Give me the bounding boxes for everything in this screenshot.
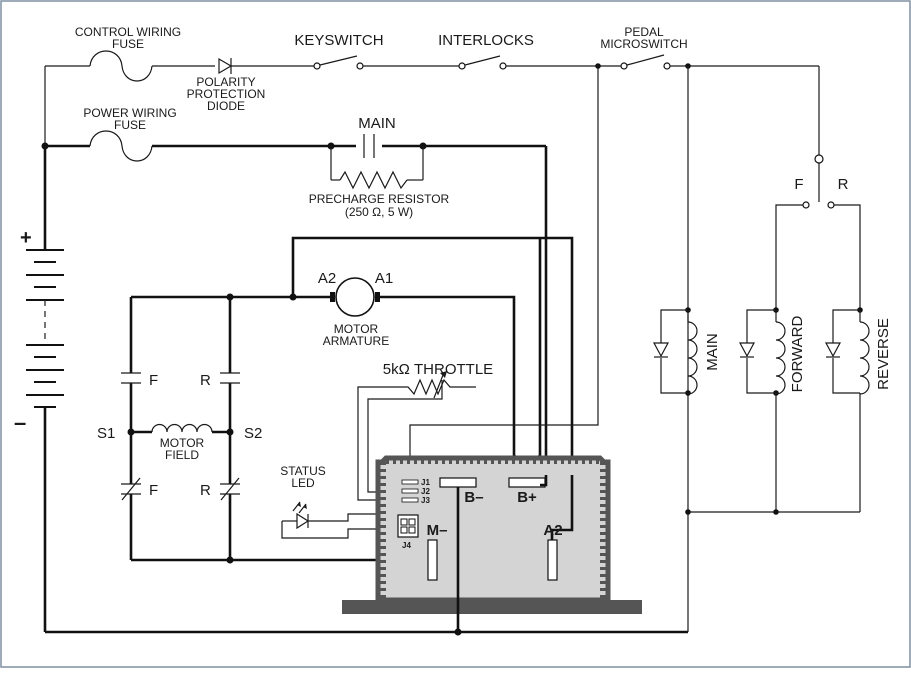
pedal-microswitch — [620, 54, 671, 70]
status-led-label-1: STATUS — [280, 464, 326, 478]
b-minus-label: B– — [464, 489, 483, 506]
interlocks-switch — [458, 55, 507, 70]
precharge-resistor — [330, 146, 424, 190]
throttle-label: 5kΩ THROTTLE — [383, 361, 493, 378]
m-minus-label: M– — [427, 522, 448, 539]
main-coil — [652, 307, 698, 396]
j1-label: J1 — [421, 478, 430, 487]
keyswitch — [313, 55, 364, 70]
power-fuse-label-2: FUSE — [114, 118, 146, 132]
controller-base-plate — [342, 600, 642, 614]
switch-f-label: F — [794, 176, 803, 193]
precharge-label-2: (250 Ω, 5 W) — [345, 205, 413, 219]
battery-plus-label: + — [20, 227, 32, 249]
power-fuse-label-1: POWER WIRING — [83, 106, 176, 120]
j4-connector — [397, 514, 419, 538]
control-fuse-label-1: CONTROL WIRING — [75, 25, 181, 39]
s2-label: S2 — [244, 425, 262, 442]
main-contactor — [356, 134, 382, 158]
b-plus-label: B+ — [517, 489, 537, 506]
field-label-2: FIELD — [165, 448, 199, 462]
battery-minus-label: – — [14, 410, 26, 435]
precharge-label-1: PRECHARGE RESISTOR — [309, 192, 450, 206]
polarity-protection-diode — [218, 57, 233, 75]
control-line — [44, 50, 820, 155]
r-closed-label: R — [200, 482, 211, 499]
armature-a1-label: A1 — [375, 270, 393, 287]
main-contactor-label: MAIN — [358, 115, 396, 132]
controller-a2-label: A2 — [543, 522, 562, 539]
reverse-coil — [824, 307, 870, 512]
f-closed-label: F — [149, 482, 158, 499]
armature-label-2: ARMATURE — [323, 334, 389, 348]
r-contact-closed — [217, 477, 243, 501]
reverse-coil-label: REVERSE — [875, 318, 892, 390]
motor-field — [127, 423, 234, 436]
battery — [26, 146, 64, 632]
control-fuse-label-2: FUSE — [112, 37, 144, 51]
j3-label: J3 — [421, 496, 430, 505]
motor-controller — [342, 455, 642, 632]
status-led — [281, 501, 398, 539]
m-minus-terminal — [427, 539, 438, 581]
b-minus-terminal — [439, 477, 477, 488]
j2-label: J2 — [421, 487, 430, 496]
j4-label: J4 — [402, 541, 411, 550]
armature-a2-label: A2 — [318, 270, 336, 287]
power-wiring-fuse — [89, 130, 153, 162]
diode-label-2: PROTECTION — [187, 87, 266, 101]
s1-label: S1 — [97, 425, 115, 442]
motor-armature — [330, 277, 380, 317]
keyswitch-label: KEYSWITCH — [294, 32, 383, 49]
interlocks-label: INTERLOCKS — [438, 32, 534, 49]
b-plus-terminal — [508, 477, 546, 488]
switch-r-label: R — [838, 176, 849, 193]
pedal-label-2: MICROSWITCH — [600, 37, 687, 51]
forward-coil-label: FORWARD — [789, 316, 806, 393]
f-contact-closed — [118, 477, 144, 501]
diode-label-3: DIODE — [207, 99, 245, 113]
pedal-label-1: PEDAL — [624, 25, 664, 39]
diode-label-1: POLARITY — [196, 75, 255, 89]
a2-terminal — [547, 539, 558, 581]
forward-coil — [738, 307, 786, 512]
direction-switch — [775, 154, 861, 310]
status-led-label-2: LED — [291, 476, 315, 490]
f-contact-open — [118, 372, 144, 384]
control-wiring-fuse — [89, 50, 153, 82]
r-contact-open — [217, 372, 243, 384]
f-open-label: F — [149, 372, 158, 389]
armature-label-1: MOTOR — [334, 322, 379, 336]
main-coil-label: MAIN — [704, 333, 721, 371]
motor-circuit — [118, 236, 574, 564]
field-label-1: MOTOR — [160, 436, 205, 450]
power-line — [41, 130, 548, 475]
r-open-label: R — [200, 372, 211, 389]
